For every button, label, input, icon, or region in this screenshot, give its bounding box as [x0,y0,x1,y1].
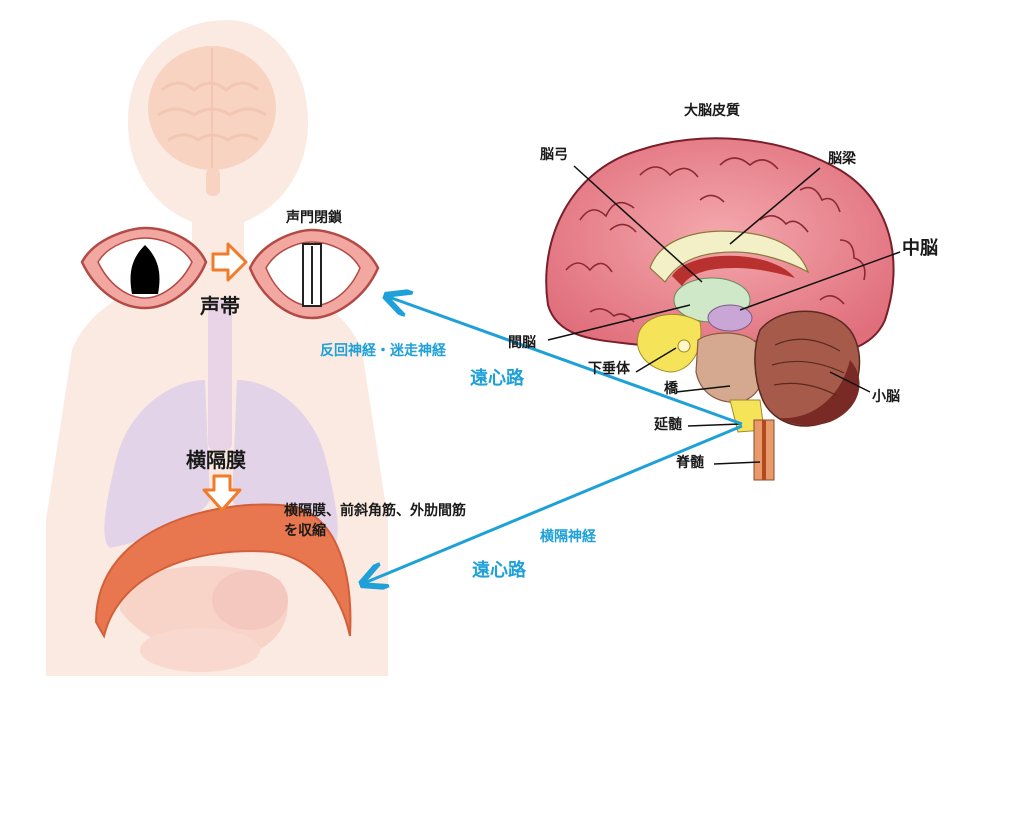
label-phrenic-nerve: 横隔神経 [540,529,596,545]
label-pons: 橋 [664,381,678,397]
label-contraction-line2: を収縮 [284,523,326,539]
label-spinal-cord: 脊髄 [676,455,704,471]
cerebellum-shadow [780,360,860,426]
label-recurrent-vagus-nerve: 反回神経・迷走神経 [320,343,446,359]
label-vocal-cords: 声帯 [200,294,240,318]
pons-shape [695,332,764,403]
orange-outline-arrow-down [202,474,242,512]
label-midbrain: 中脳 [902,238,938,259]
pituitary-gland [677,339,691,353]
label-efferent-upper: 遠心路 [470,368,524,389]
trachea [208,300,232,450]
cerebellum-folia [771,338,845,396]
larynx-closed [248,228,380,320]
brain-sagittal [545,137,895,481]
label-glottis-closure: 声門閉鎖 [286,210,342,226]
label-pituitary: 下垂体 [588,361,630,377]
label-contraction-line1: 横隔膜、前斜角筋、外肋間筋 [284,503,466,519]
abdominal-organs [120,566,288,672]
label-medulla: 延髄 [654,417,682,433]
blue-arrow-line-upper [386,296,743,426]
orange-outline-arrow-right [211,242,248,282]
diaphragm-muscle [94,503,352,639]
fornix-shape [672,255,795,286]
label-cerebral-cortex: 大脳皮質 [684,103,740,119]
gyri-lines [565,157,866,323]
label-efferent-lower: 遠心路 [472,560,526,581]
label-cerebellum: 小脳 [872,389,900,405]
faded-brain [148,46,276,196]
brain-leader-lines [547,165,901,465]
label-corpus-callosum: 脳梁 [828,151,856,167]
pituitary-region [636,313,702,373]
label-diaphragm: 横隔膜 [186,448,246,472]
larynx-open [80,226,208,310]
label-fornix: 脳弓 [540,147,568,163]
corpus-callosum-shape [649,230,810,283]
blue-arrow-line-lower [362,424,743,584]
thalamus-shape [707,304,753,332]
label-diencephalon: 間脳 [508,335,536,351]
